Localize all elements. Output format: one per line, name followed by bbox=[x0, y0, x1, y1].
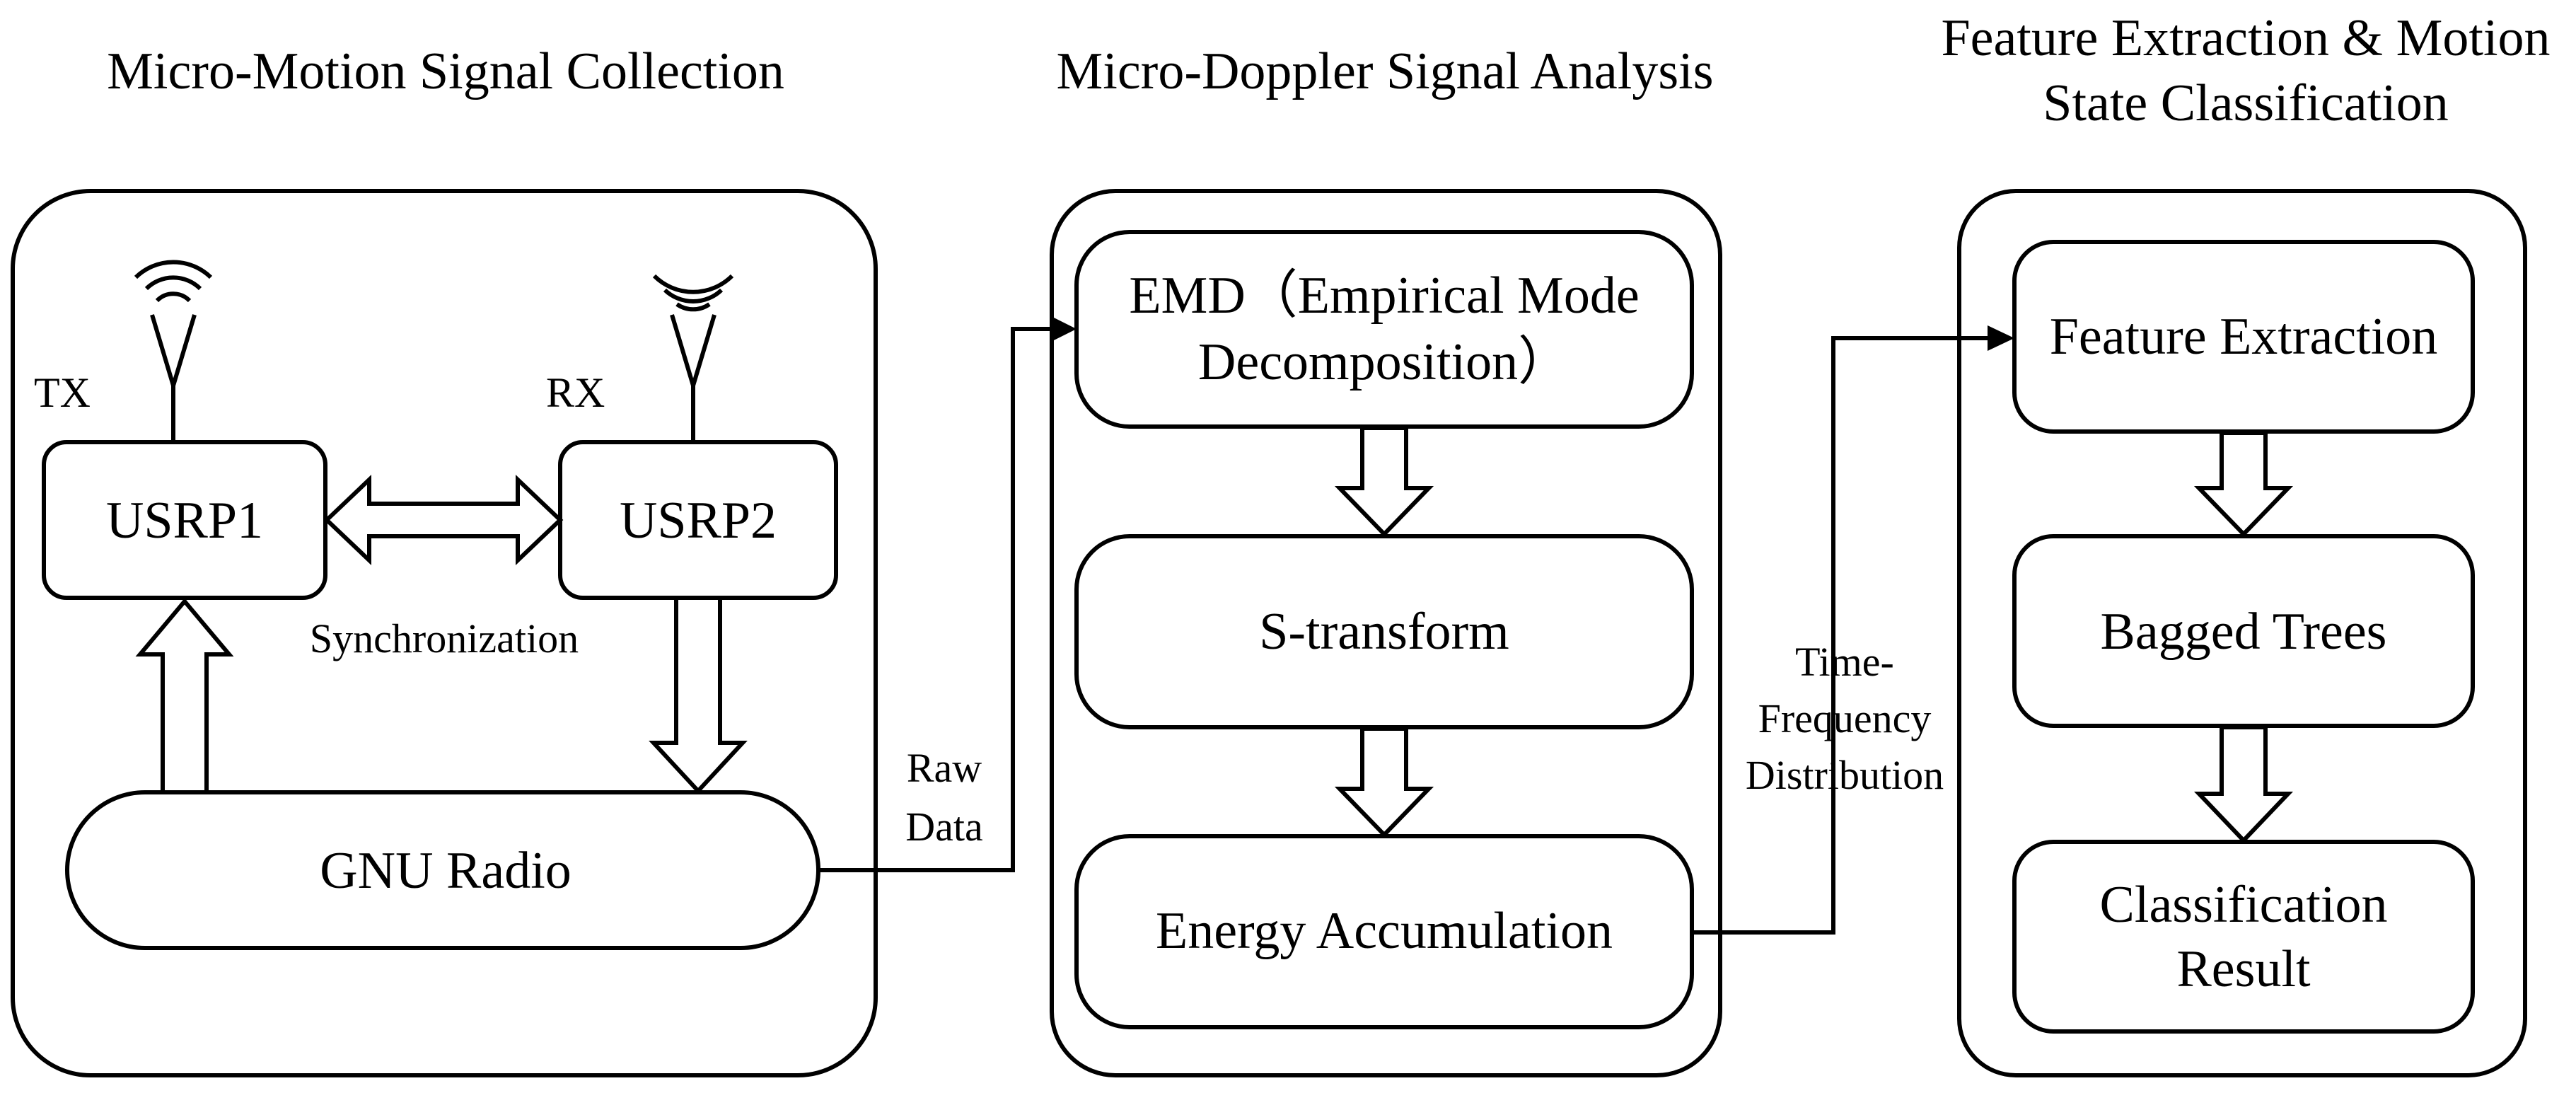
classification-result-box bbox=[2012, 840, 2475, 1034]
arrow-stransform-to-energy bbox=[1334, 727, 1434, 838]
sync-label: Synchronization bbox=[310, 615, 579, 661]
emd-box bbox=[1074, 230, 1694, 429]
arrow-features-to-trees bbox=[2193, 431, 2294, 538]
raw-data-label-line2: Data bbox=[905, 804, 983, 850]
connector-time-frequency-arrowhead bbox=[1988, 325, 2014, 351]
rx-label: RX bbox=[546, 369, 605, 416]
classification-result-line1: Classification bbox=[2100, 876, 2388, 934]
section-title-features-line1: Feature Extraction & Motion bbox=[1941, 9, 2550, 67]
tx-label: TX bbox=[34, 369, 91, 416]
feature-extraction-label: Feature Extraction bbox=[2050, 308, 2438, 366]
section-title-analysis: Micro-Doppler Signal Analysis bbox=[1056, 42, 1713, 100]
usrp1-label: USRP1 bbox=[106, 492, 263, 550]
section-title-features-line2: State Classification bbox=[2043, 74, 2448, 132]
bagged-trees-label: Bagged Trees bbox=[2101, 603, 2387, 661]
arrow-usrp2-to-gnu bbox=[649, 596, 748, 794]
classification-result-line2: Result bbox=[2176, 940, 2311, 998]
emd-label-line2: Decomposition） bbox=[1198, 333, 1570, 391]
connector-raw-data-arrowhead bbox=[1051, 316, 1077, 342]
connector-raw-data bbox=[818, 327, 1052, 872]
usrp2-label: USRP2 bbox=[620, 492, 777, 550]
arrow-gnu-to-usrp1 bbox=[135, 598, 234, 794]
arrow-emd-to-stransform bbox=[1334, 426, 1434, 538]
raw-data-label-line1: Raw bbox=[907, 745, 982, 791]
gnu-radio-label: GNU Radio bbox=[320, 842, 572, 900]
rx-antenna-icon bbox=[652, 274, 734, 442]
s-transform-label: S-transform bbox=[1259, 603, 1509, 661]
tf-label-line2: Frequency bbox=[1758, 695, 1932, 741]
sync-double-arrow bbox=[323, 475, 564, 565]
emd-label-line1: EMD（Empirical Mode bbox=[1129, 267, 1639, 325]
tf-label-line1: Time- bbox=[1795, 639, 1894, 685]
tf-label-line3: Distribution bbox=[1746, 752, 1944, 798]
tx-antenna-icon bbox=[134, 260, 213, 442]
section-title-collection: Micro-Motion Signal Collection bbox=[107, 42, 784, 100]
connector-time-frequency bbox=[1692, 336, 1989, 935]
arrow-trees-to-result bbox=[2193, 725, 2294, 844]
energy-accumulation-label: Energy Accumulation bbox=[1156, 902, 1613, 960]
